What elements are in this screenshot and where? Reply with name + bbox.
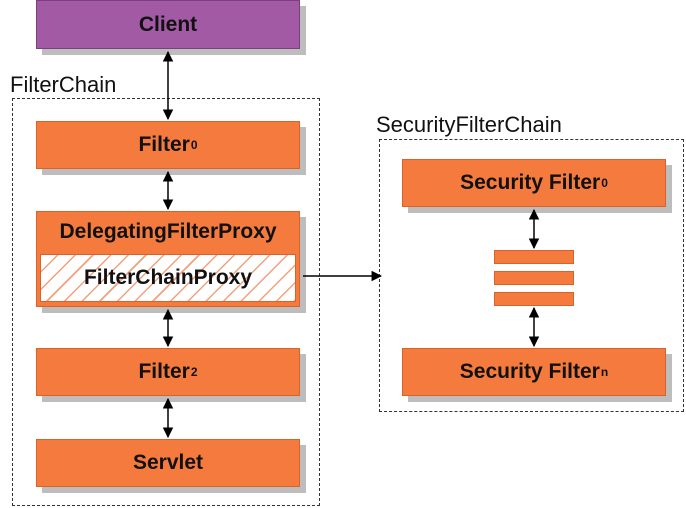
filter-2-label: Filter [138,360,190,383]
security-filter-n-subscript: n [600,365,609,379]
servlet-box: Servlet [36,439,300,487]
filter-chain-proxy-box: FilterChainProxy [40,254,296,302]
client-label: Client [138,12,198,36]
filter-2-subscript: 2 [190,365,198,379]
security-filter-n-label: Security Filter [459,360,600,383]
security-filter-chain-title: SecurityFilterChain [376,112,562,137]
security-filter-0-subscript: 0 [601,176,608,190]
filter-stack-bar-1 [494,250,574,264]
client-box: Client [36,0,300,49]
delegating-filter-proxy-box: DelegatingFilterProxy FilterChainProxy [36,211,300,307]
filter-0-label: Filter [138,133,190,156]
filter-0-subscript: 0 [190,138,198,152]
security-filter-0-label: Security Filter [460,171,601,194]
delegating-filter-proxy-label: DelegatingFilterProxy [59,220,277,243]
filter-chain-title: FilterChain [10,72,117,97]
filter-chain-proxy-label: FilterChainProxy [83,266,253,289]
filter-stack-bar-3 [494,292,574,306]
servlet-label: Servlet [132,451,204,474]
filter-stack-bar-2 [494,271,574,285]
